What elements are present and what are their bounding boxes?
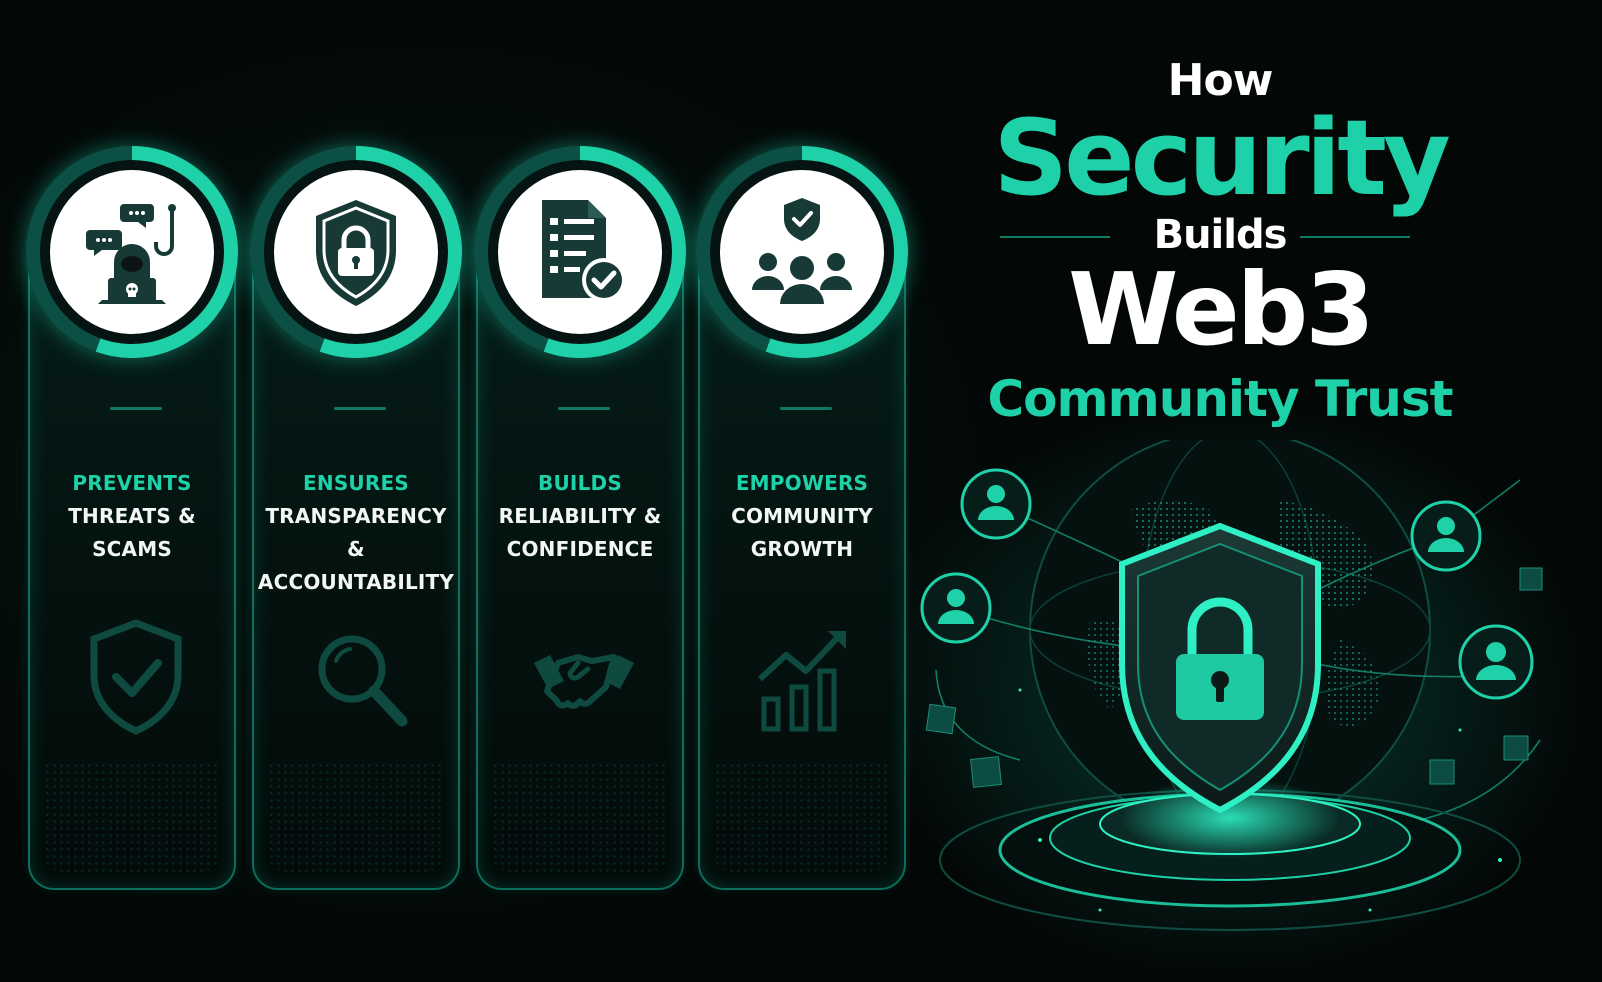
user-node-icon [920, 572, 992, 644]
card-label: PREVENTS THREATS & SCAMS [30, 467, 234, 566]
progress-ring [250, 146, 462, 358]
card-heading: EMPOWERS [735, 471, 869, 495]
card-heading: PREVENTS [72, 471, 192, 495]
title-community-trust: Community Trust [987, 370, 1453, 428]
document-check-icon [542, 200, 626, 302]
card-empowers-community: EMPOWERS COMMUNITY GROWTH [696, 146, 908, 890]
title-security: Security [993, 97, 1451, 219]
progress-ring [26, 146, 238, 358]
card-subtext-2: GROWTH [750, 537, 854, 561]
title-rule-left [1000, 236, 1110, 238]
shield-lock-hero-icon [1119, 522, 1321, 814]
card-subtext-1: RELIABILITY & [498, 504, 662, 528]
shield-check-icon [84, 617, 188, 737]
magnifier-icon [308, 617, 412, 737]
card-prevents-threats: PREVENTS THREATS & SCAMS [26, 146, 238, 890]
icon-disc [274, 170, 438, 334]
user-node-icon [1458, 624, 1534, 700]
divider [334, 407, 386, 410]
icon-disc [498, 170, 662, 334]
card-subtext-1: COMMUNITY [731, 504, 873, 528]
card-subtext-1: TRANSPARENCY [265, 504, 447, 528]
card-subtext-1: THREATS & [68, 504, 196, 528]
hacker-icon [86, 204, 176, 304]
card-heading: BUILDS [538, 471, 622, 495]
divider [780, 407, 832, 410]
card-ensures-transparency: ENSURES TRANSPARENCY & ACCOUNTABILITY [250, 146, 462, 890]
user-node-icon [1410, 500, 1482, 572]
card-subtext-2: CONFIDENCE [506, 537, 654, 561]
card-heading: ENSURES [303, 471, 409, 495]
icon-disc [720, 170, 884, 334]
divider [558, 407, 610, 410]
card-label: ENSURES TRANSPARENCY & ACCOUNTABILITY [254, 467, 458, 599]
title-rule-right [1300, 236, 1410, 238]
card-subtext-2: & ACCOUNTABILITY [257, 537, 455, 594]
card-label: EMPOWERS COMMUNITY GROWTH [700, 467, 904, 566]
icon-disc [50, 170, 214, 334]
divider [110, 407, 162, 410]
progress-ring [474, 146, 686, 358]
title-how: How [1167, 55, 1274, 106]
handshake-icon [532, 617, 636, 737]
title-builds: Builds [1153, 212, 1288, 258]
shield-lock-icon [316, 200, 396, 306]
community-icon [752, 198, 852, 304]
security-illustration [900, 429, 1580, 960]
title-web3: Web3 [1068, 251, 1375, 368]
card-builds-reliability: BUILDS RELIABILITY & CONFIDENCE [474, 146, 686, 890]
card-label: BUILDS RELIABILITY & CONFIDENCE [478, 467, 682, 566]
card-subtext-2: SCAMS [92, 537, 172, 561]
growth-chart-icon [754, 617, 858, 737]
user-node-icon [960, 468, 1032, 540]
progress-ring [696, 146, 908, 358]
